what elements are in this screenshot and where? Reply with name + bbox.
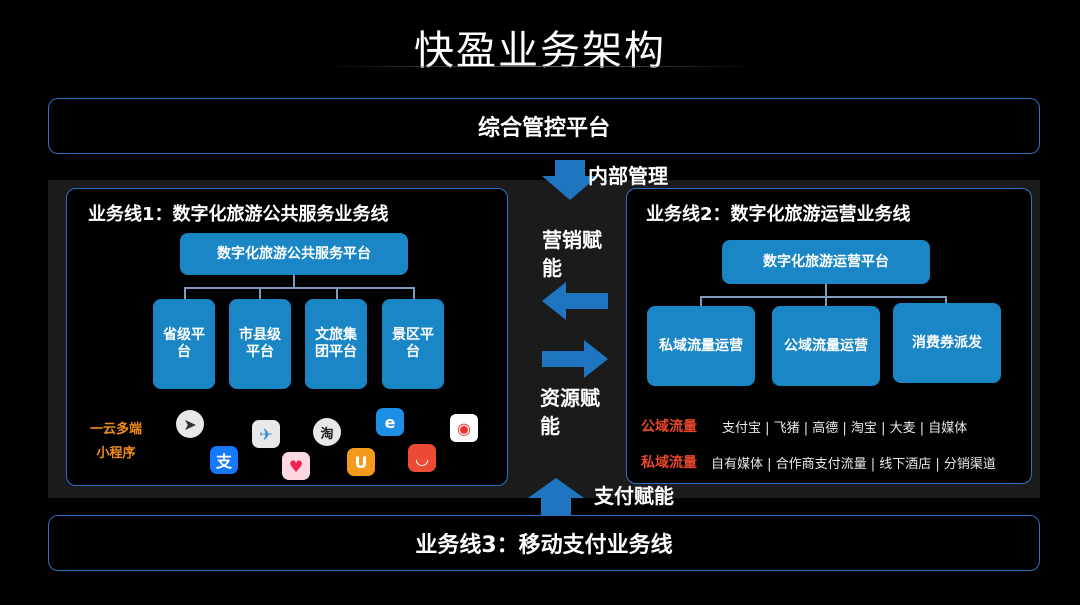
public-traffic-items: 支付宝 | 飞猪 | 高德 | 淘宝 | 大麦 | 自媒体 [722, 421, 968, 436]
connector [700, 296, 702, 306]
telegram-icon: ✈ [252, 420, 280, 448]
line1-sub-culture: 文旅集团平台 [305, 299, 367, 389]
connector [413, 287, 415, 299]
weibo-icon: ◉ [450, 414, 478, 442]
down-arrow-icon [542, 160, 598, 200]
line2-title: 业务线2：数字化旅游运营业务线 [646, 204, 911, 225]
pig-icon: ♥ [282, 452, 310, 480]
line2-sub-coupon: 消费券派发 [893, 303, 1001, 383]
connector [700, 296, 946, 298]
paper-plane-icon: ➤ [176, 410, 204, 438]
top-bar-label: 综合管控平台 [477, 116, 610, 141]
bottom-bar: 业务线3：移动支付业务线 [48, 515, 1040, 571]
line2-sub-label: 私域流量运营 [659, 337, 743, 354]
line1-sub-label: 省级平台 [163, 327, 205, 360]
line2-sub-public: 公域流量运营 [772, 306, 880, 386]
app-e-icon: e [376, 408, 404, 436]
uc-icon: U [347, 448, 375, 476]
page-title: 快盈业务架构 [414, 28, 666, 74]
line1-sub-provincial: 省级平台 [153, 299, 215, 389]
connector [184, 287, 186, 299]
left-arrow-icon [542, 282, 608, 320]
line1-sub-scenic: 景区平台 [382, 299, 444, 389]
connector [825, 284, 827, 296]
private-traffic-items: 自有媒体 | 合作商支付流量 | 线下酒店 | 分销渠道 [711, 457, 996, 472]
connector [259, 287, 261, 299]
line1-platform-label: 数字化旅游公共服务平台 [217, 245, 371, 262]
right-arrow-icon [542, 340, 608, 378]
connector [945, 296, 947, 306]
connector [293, 275, 295, 287]
line1-title: 业务线1：数字化旅游公共服务业务线 [88, 204, 389, 225]
line2-sub-private: 私域流量运营 [647, 306, 755, 386]
line2-sub-label: 消费券派发 [912, 334, 982, 351]
connector [336, 287, 338, 299]
line1-sub-label: 文旅集团平台 [315, 327, 357, 360]
line2-sub-label: 公域流量运营 [784, 337, 868, 354]
line1-sub-label: 市县级平台 [239, 327, 281, 360]
pay-empower-label: 支付赋能 [594, 484, 674, 508]
internal-mgmt-label: 内部管理 [588, 164, 668, 188]
bag-icon: ◡ [408, 444, 436, 472]
line1-sub-city: 市县级平台 [229, 299, 291, 389]
line2-platform-label: 数字化旅游运营平台 [763, 253, 889, 270]
connector [825, 296, 827, 306]
taobao-icon: 淘 [313, 418, 341, 446]
connector [184, 287, 414, 289]
line2-platform: 数字化旅游运营平台 [722, 240, 930, 284]
up-arrow-icon [528, 478, 584, 518]
line1-platform: 数字化旅游公共服务平台 [180, 233, 408, 275]
marketing-empower-label: 营销赋能 [542, 228, 602, 280]
bottom-bar-label: 业务线3：移动支付业务线 [415, 533, 673, 558]
private-traffic-label: 私域流量 [641, 455, 697, 471]
line1-sub-label: 景区平台 [392, 327, 434, 360]
resource-empower-label: 资源赋能 [540, 386, 600, 438]
title-divider [320, 66, 760, 67]
top-bar: 综合管控平台 [48, 98, 1040, 154]
public-traffic-label: 公域流量 [641, 419, 697, 435]
mini-program-label: 一云多端 小程序 [89, 422, 142, 461]
alipay-icon: 支 [210, 446, 238, 474]
